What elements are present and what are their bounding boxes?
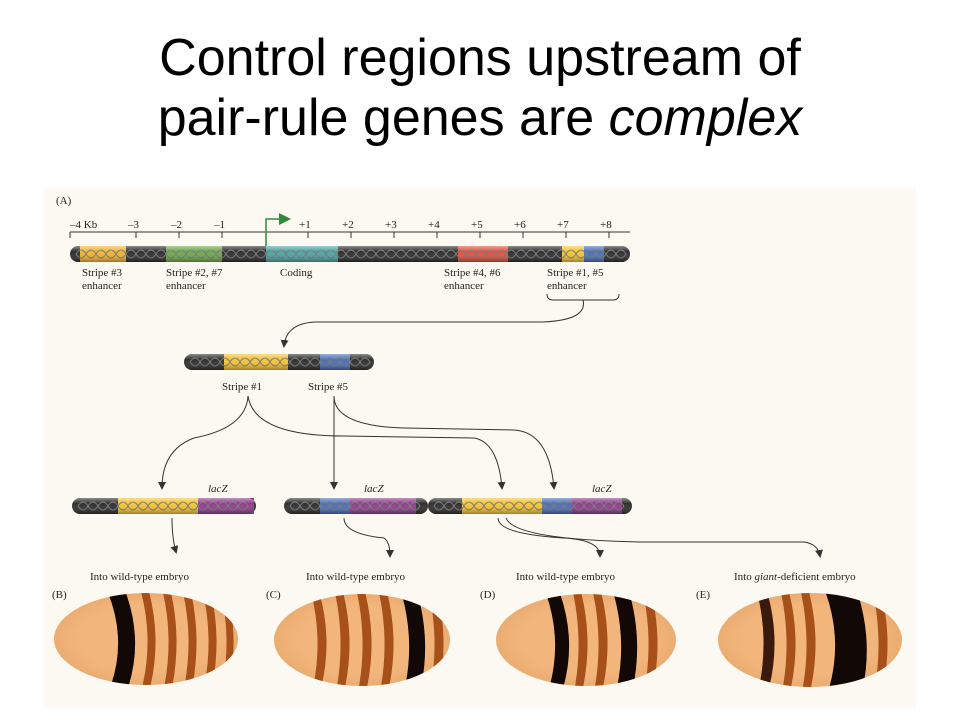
ruler-tick-label: –3: [127, 219, 140, 231]
dark-stripe: [824, 593, 867, 687]
ruler-tick-label: +8: [600, 219, 612, 231]
panel-b-label: (B): [52, 589, 67, 601]
stripe46-label: Stripe #4, #6: [444, 267, 501, 279]
dna-shading: [428, 498, 632, 514]
stripe15-label-enhancer: enhancer: [547, 280, 587, 292]
construct-stripe15-lacz: [428, 498, 632, 514]
ruler-tick-label: +4: [428, 219, 440, 231]
zoom-arrow: [280, 299, 584, 348]
promoter-arrow-icon: [265, 213, 291, 248]
injection-label-e-prefix: Into: [734, 571, 754, 583]
injection-arrow: [505, 517, 823, 558]
embryo-stripe: [140, 593, 156, 685]
embryo-stripe: [642, 594, 658, 686]
stripe27-label: Stripe #2, #7: [166, 267, 223, 279]
coding-label: Coding: [280, 267, 313, 279]
stripe27-label-enhancer: enhancer: [166, 280, 206, 292]
embryo-stripe: [756, 593, 775, 687]
dark-stripe: [612, 594, 638, 686]
embryo-stripe: [334, 594, 350, 686]
dna-shading: [70, 246, 630, 262]
branch-arrow: [333, 395, 558, 490]
ruler-tick-label: –4 Kb: [69, 219, 98, 231]
injection-arrow: [497, 517, 604, 558]
stripe3-label-enhancer: enhancer: [82, 280, 122, 292]
ruler-tick-label: +5: [471, 219, 483, 231]
lacz-label: lacZ: [208, 483, 228, 495]
ruler-tick-label: +1: [299, 219, 311, 231]
embryo-stripe: [800, 593, 816, 687]
injection-label-e-emph: giant: [754, 571, 778, 583]
branch-arrow: [158, 395, 249, 490]
embryo-stripe: [378, 594, 394, 686]
title-line-2: pair-rule genes are complex: [0, 88, 960, 148]
embryo-d: [496, 594, 676, 686]
panel-a-label: (A): [56, 195, 72, 207]
embryo-stripe: [592, 594, 608, 686]
ruler-tick-label: +3: [385, 219, 397, 231]
embryo-stripe: [356, 594, 372, 686]
dna-shading: [184, 354, 374, 370]
ruler-tick-label: –2: [170, 219, 182, 231]
embryo-e: [718, 593, 902, 687]
zoomed-enhancer-dna: [184, 354, 374, 370]
stripe15-label: Stripe #1, #5: [547, 267, 604, 279]
embryo-stripes: [756, 593, 888, 687]
title-line-2-text: pair-rule genes are: [157, 89, 609, 147]
ruler-tick-label: +2: [342, 219, 354, 231]
embryo-stripe: [572, 594, 588, 686]
stripe5-sub-label: Stripe #5: [308, 381, 349, 393]
dark-stripe: [400, 594, 426, 686]
dark-stripe: [106, 593, 136, 685]
embryo-stripe: [780, 593, 796, 687]
figure-svg: (A) –4 Kb –3 –2 –1 +1 +2 +3 +4 +5 +6 +7 …: [52, 195, 902, 687]
ruler-tick-label: +7: [557, 219, 569, 231]
embryo-stripes: [106, 593, 234, 685]
injection-label-c: Into wild-type embryo: [306, 571, 405, 583]
main-dna-strand: [70, 246, 630, 262]
injection-arrow: [170, 517, 179, 554]
construct-stripe1-lacz: [72, 498, 256, 514]
embryo-stripes: [544, 594, 658, 686]
title-emphasis: complex: [608, 89, 803, 147]
ruler-tick-label: +6: [514, 219, 526, 231]
injection-label-b: Into wild-type embryo: [90, 571, 189, 583]
lacz-label: lacZ: [364, 483, 384, 495]
embryo-stripe: [872, 593, 888, 687]
branch-arrow: [247, 395, 506, 490]
stripe1-sub-label: Stripe #1: [222, 381, 262, 393]
stripe46-label-enhancer: enhancer: [444, 280, 484, 292]
embryo-b: [54, 593, 238, 685]
injection-label-d: Into wild-type embryo: [516, 571, 615, 583]
figure-panel: (A) –4 Kb –3 –2 –1 +1 +2 +3 +4 +5 +6 +7 …: [44, 188, 916, 708]
dna-shading: [284, 498, 428, 514]
embryo-stripe: [310, 594, 327, 686]
panel-c-label: (C): [266, 589, 281, 601]
stripe3-label: Stripe #3: [82, 267, 123, 279]
injection-label-e: Into giant-deficient embryo: [734, 571, 856, 583]
embryo-c: [274, 594, 450, 686]
title-line-1: Control regions upstream of: [159, 29, 801, 87]
injection-arrow: [343, 517, 394, 558]
panel-e-label: (E): [696, 589, 710, 601]
kb-ruler: –4 Kb –3 –2 –1 +1 +2 +3 +4 +5 +6 +7 +8: [69, 219, 630, 238]
embryo-stripe: [202, 593, 217, 685]
injection-label-e-suffix: -deficient embryo: [777, 571, 856, 583]
embryo-stripe: [162, 593, 177, 685]
construct-stripe5-lacz: [284, 498, 428, 514]
dark-stripe: [544, 594, 570, 686]
lacz-label: lacZ: [592, 483, 612, 495]
ruler-tick-label: –1: [213, 219, 225, 231]
dna-shading: [72, 498, 256, 514]
enhancer-bracket: [546, 293, 620, 301]
panel-d-label: (D): [480, 589, 496, 601]
slide-title: Control regions upstream of pair-rule ge…: [0, 28, 960, 148]
embryo-stripe: [182, 593, 197, 685]
